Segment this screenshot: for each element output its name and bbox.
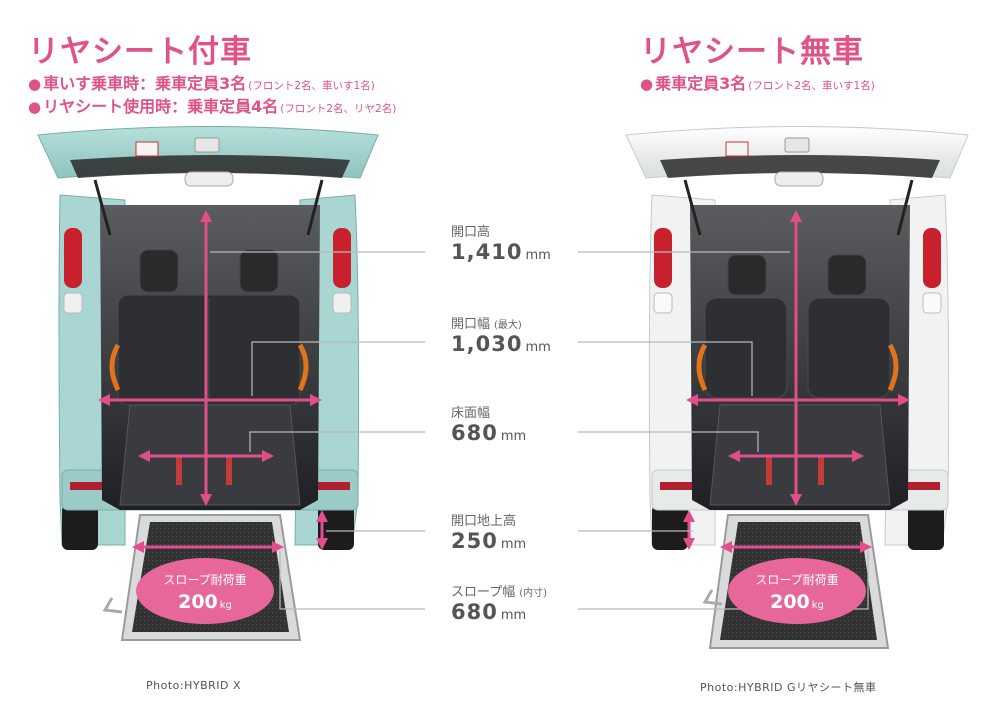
right-tail-lamp-left bbox=[654, 228, 672, 288]
right-front-seat-left bbox=[704, 297, 788, 399]
left-headrest-left bbox=[139, 249, 179, 293]
right-bullet-1: ●乗車定員3名(フロント2名、車いす1名) bbox=[640, 74, 875, 93]
right-headrest-left bbox=[727, 254, 767, 296]
right-grip-right bbox=[887, 343, 899, 392]
left-grip-left bbox=[109, 343, 121, 392]
left-tail-lamp-left bbox=[64, 228, 82, 288]
dimension-arrows bbox=[98, 210, 910, 553]
bullet-dot-icon: ● bbox=[28, 98, 42, 116]
bullet-dot-icon: ● bbox=[28, 75, 42, 93]
left-tail-lamp-right bbox=[333, 228, 351, 288]
right-grip-left bbox=[696, 343, 708, 392]
right-caption: Photo:HYBRID Gリヤシート無車 bbox=[700, 681, 877, 694]
leader-lines bbox=[210, 251, 869, 610]
left-bullet-1: ●車いす乗車時：乗車定員3名(フロント2名、車いす1名) bbox=[28, 74, 375, 93]
bullet-dot-icon: ● bbox=[640, 75, 654, 93]
left-car bbox=[37, 126, 379, 641]
right-headrest-right bbox=[827, 254, 867, 296]
left-headrest-right bbox=[239, 249, 279, 293]
left-caption: Photo:HYBRID X bbox=[146, 679, 242, 692]
left-tailgate-handle bbox=[194, 137, 220, 153]
right-title: リヤシート無車 bbox=[640, 34, 864, 70]
left-grip-right bbox=[297, 343, 309, 392]
left-tire-left bbox=[62, 505, 98, 550]
right-front-seat-right bbox=[807, 297, 891, 399]
right-tailgate-handle bbox=[784, 137, 810, 153]
left-title: リヤシート付車 bbox=[28, 34, 252, 70]
right-tail-lamp-right bbox=[923, 228, 941, 288]
left-bullet-2: ●リヤシート使用時：乗車定員4名(フロント2名、リヤ2名) bbox=[28, 97, 397, 116]
right-tire-left bbox=[652, 505, 688, 550]
right-tire-right bbox=[908, 505, 944, 550]
